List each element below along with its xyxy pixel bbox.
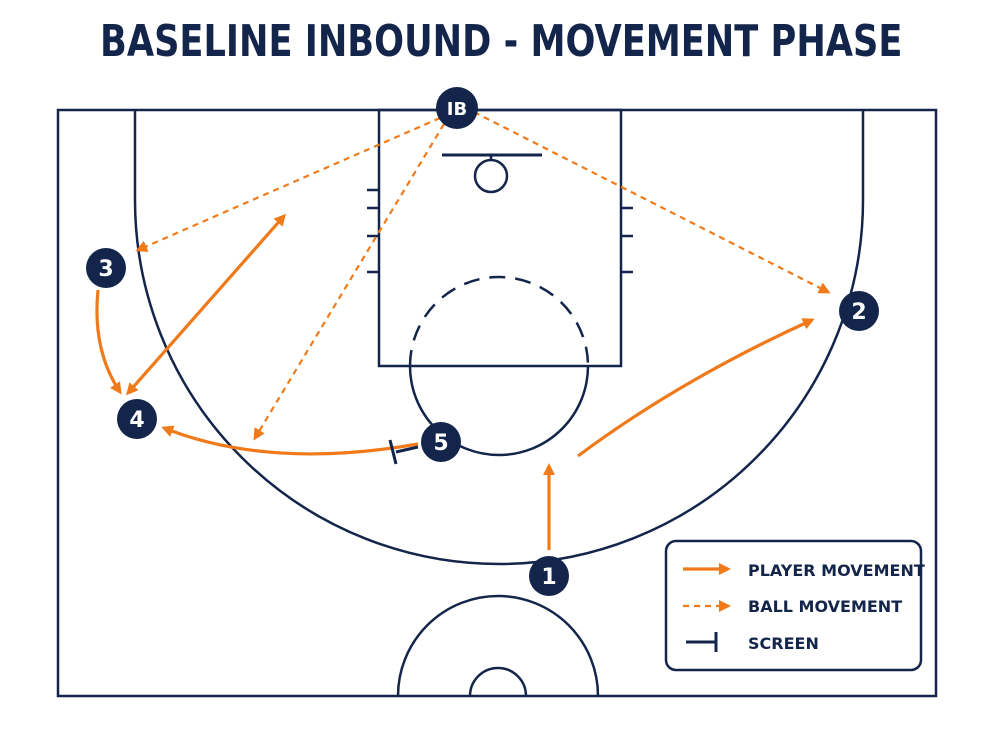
legend-player-movement-label: PLAYER MOVEMENT xyxy=(748,561,925,580)
player-2: 2 xyxy=(839,291,879,331)
player-ib: IB xyxy=(436,87,478,129)
screen-symbol xyxy=(388,439,419,465)
cut-3-to-4 xyxy=(95,289,122,395)
player-5: 5 xyxy=(421,422,461,462)
cut-to-2 xyxy=(577,318,815,458)
rim xyxy=(473,158,509,194)
pass-ib-to-3 xyxy=(135,116,441,252)
player-1: 1 xyxy=(529,556,569,596)
player-5-label: 5 xyxy=(433,431,448,456)
ball-movement-paths xyxy=(135,111,831,441)
player-2-label: 2 xyxy=(851,300,866,325)
pass-ib-to-4 xyxy=(253,123,445,441)
paint-lane xyxy=(377,108,623,368)
legend-screen-label: SCREEN xyxy=(748,634,819,653)
player-3-label: 3 xyxy=(98,257,113,282)
legend: PLAYER MOVEMENT BALL MOVEMENT SCREEN xyxy=(664,539,925,672)
pass-ib-to-2 xyxy=(473,111,831,294)
free-throw-circle-dashed xyxy=(408,275,590,367)
center-circle xyxy=(396,594,600,697)
three-point-line xyxy=(133,110,865,566)
player-3: 3 xyxy=(86,248,126,288)
lane-hash-marks xyxy=(367,188,633,274)
center-inner-circle xyxy=(468,666,528,697)
cut-5-to-4 xyxy=(161,425,419,456)
player-movement-paths xyxy=(95,213,815,550)
cut-4-diagonal xyxy=(126,213,286,396)
player-4-label: 4 xyxy=(129,408,144,433)
legend-ball-movement-label: BALL MOVEMENT xyxy=(748,597,902,616)
free-throw-circle-solid xyxy=(408,365,590,457)
player-4: 4 xyxy=(117,399,157,439)
player-ib-label: IB xyxy=(447,99,467,120)
legend-screen-symbol xyxy=(686,632,718,652)
diagram-title: BASELINE INBOUND - MOVEMENT PHASE xyxy=(100,16,903,67)
player-1-label: 1 xyxy=(541,565,556,590)
